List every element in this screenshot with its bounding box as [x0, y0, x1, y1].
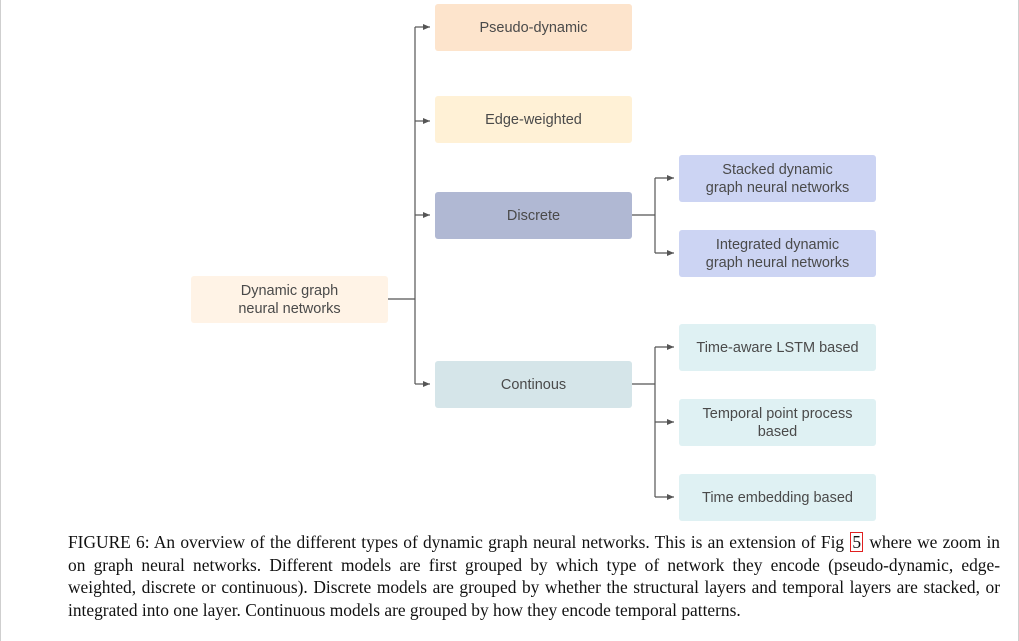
figure-reference-link[interactable]: 5 [850, 532, 864, 552]
node-temporal-point-process: Temporal point process based [679, 399, 876, 446]
caption-text-suffix: where we zoom in on graph neural network… [68, 532, 1000, 620]
node-time-aware-lstm: Time-aware LSTM based [679, 324, 876, 371]
node-integrated-dynamic-gnn: Integrated dynamic graph neural networks [679, 230, 876, 277]
root-node: Dynamic graph neural networks [191, 276, 388, 323]
page-border-left [0, 0, 1, 641]
node-discrete: Discrete [435, 192, 632, 239]
node-pseudo-dynamic: Pseudo-dynamic [435, 4, 632, 51]
node-stacked-dynamic-gnn: Stacked dynamic graph neural networks [679, 155, 876, 202]
node-edge-weighted: Edge-weighted [435, 96, 632, 143]
caption-text-prefix: FIGURE 6: An overview of the different t… [68, 532, 845, 552]
figure-caption: FIGURE 6: An overview of the different t… [68, 531, 1000, 621]
node-continous: Continous [435, 361, 632, 408]
node-time-embedding: Time embedding based [679, 474, 876, 521]
